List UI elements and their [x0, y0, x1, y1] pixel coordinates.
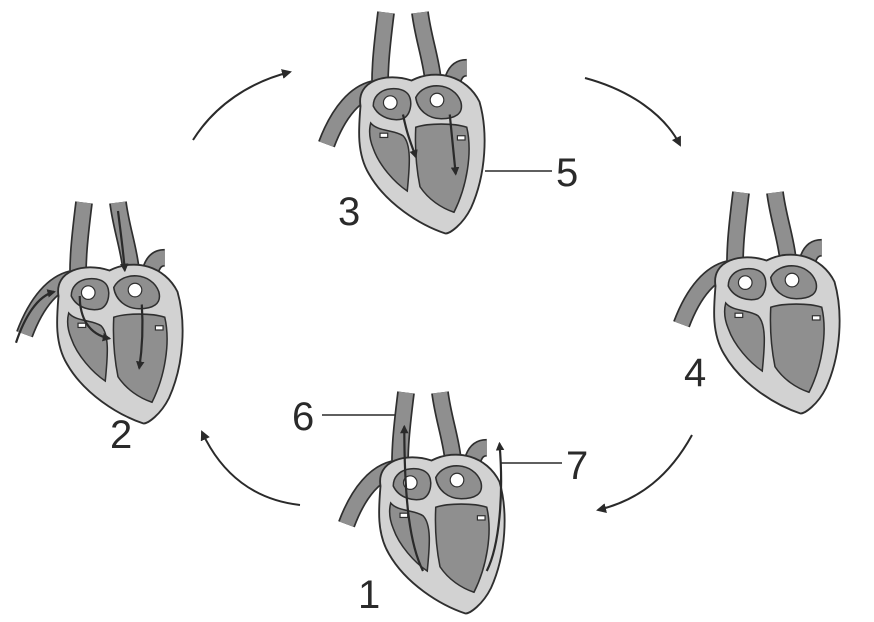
heart-stage-2 — [14, 203, 183, 424]
cycle-arrow-2-to-3 — [192, 69, 292, 141]
stage-label-1: 1 — [358, 573, 380, 617]
heart-stage-1 — [347, 393, 505, 614]
stage-label-2: 2 — [110, 413, 132, 457]
part-label-6: 6 — [292, 395, 314, 439]
part-label-7: 7 — [566, 444, 588, 488]
stage-label-4: 4 — [684, 351, 706, 395]
cycle-arrow-3-to-4 — [584, 77, 681, 147]
heart-stage-3 — [327, 12, 485, 233]
part-label-5: 5 — [556, 151, 578, 195]
stage-label-3: 3 — [338, 190, 360, 234]
cycle-arrow-1-to-2 — [200, 430, 301, 506]
cycle-arrow-4-to-1 — [596, 434, 693, 514]
